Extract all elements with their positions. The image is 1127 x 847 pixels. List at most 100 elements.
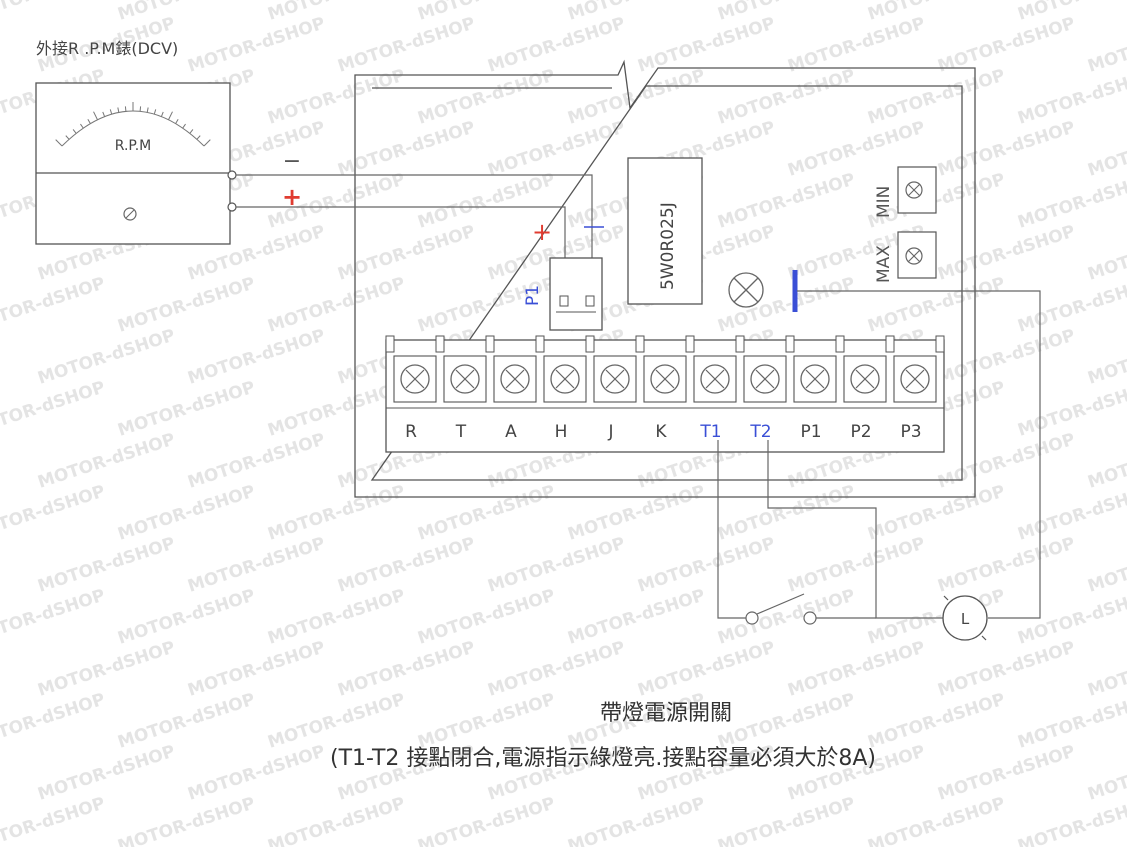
minus-sign-meter: − bbox=[283, 149, 301, 174]
watermark-text: MOTOR-dSHOP bbox=[0, 794, 108, 847]
terminal-separator bbox=[685, 335, 695, 353]
watermark-text: MOTOR-dSHOP bbox=[935, 534, 1077, 597]
terminal-label-t1: T1 bbox=[699, 422, 721, 442]
watermark-text: MOTOR-dSHOP bbox=[265, 586, 407, 649]
switch-contact-b bbox=[803, 611, 817, 625]
meter-tick bbox=[168, 111, 173, 120]
watermark-text: MOTOR-dSHOP bbox=[935, 222, 1077, 285]
watermark-text: MOTOR-dSHOP bbox=[115, 586, 257, 649]
switch-lever bbox=[756, 593, 805, 615]
shunt-resistor bbox=[627, 157, 703, 305]
terminal-screw-cross bbox=[705, 369, 725, 389]
terminal-separator bbox=[585, 335, 595, 353]
lamp-return-wire bbox=[797, 290, 1041, 619]
min-trimmer-pot bbox=[897, 166, 937, 214]
watermark-text: MOTOR-dSHOP bbox=[265, 274, 407, 337]
watermark-text: MOTOR-dSHOP bbox=[715, 170, 857, 233]
plus-sign-jumper: + bbox=[532, 218, 552, 246]
watermark-text: MOTOR-dSHOP bbox=[115, 0, 257, 25]
watermark-text: MOTOR-dSHOP bbox=[35, 638, 177, 701]
external-switch-circuit bbox=[717, 440, 944, 625]
terminal-separator bbox=[735, 335, 745, 353]
terminal-label-p1: P1 bbox=[800, 422, 821, 442]
min-pot-label: MIN bbox=[874, 186, 894, 218]
terminal-separator bbox=[935, 335, 945, 353]
watermark-text: MOTOR-dSHOP bbox=[265, 482, 407, 545]
watermark-text: MOTOR-dSHOP bbox=[35, 742, 177, 805]
watermark-text: MOTOR-dSHOP bbox=[565, 0, 707, 25]
plus-sign-meter: + bbox=[282, 183, 302, 211]
watermark-text: MOTOR-dSHOP bbox=[185, 742, 327, 805]
watermark-text: MOTOR-dSHOP bbox=[0, 586, 108, 649]
watermark-text: MOTOR-dSHOP bbox=[0, 274, 108, 337]
watermark-text: MOTOR-dSHOP bbox=[865, 482, 1007, 545]
watermark-text: MOTOR-dSHOP bbox=[485, 534, 627, 597]
terminal-separator bbox=[635, 335, 645, 353]
watermark-text: MOTOR-dSHOP bbox=[185, 326, 327, 389]
watermark-text: MOTOR-dSHOP bbox=[0, 0, 108, 25]
meter-title: 外接R .P.M錶(DCV) bbox=[36, 39, 178, 58]
watermark-text: MOTOR-dSHOP bbox=[1085, 638, 1127, 701]
watermark-text: MOTOR-dSHOP bbox=[35, 430, 177, 493]
watermark-text: MOTOR-dSHOP bbox=[485, 14, 627, 77]
watermark-text: MOTOR-dSHOP bbox=[265, 0, 407, 25]
meter-tick bbox=[203, 139, 211, 147]
terminal-screws bbox=[385, 335, 945, 403]
terminal-screw bbox=[400, 364, 430, 394]
watermark-text: MOTOR-dSHOP bbox=[715, 66, 857, 129]
watermark-text: MOTOR-dSHOP bbox=[415, 794, 557, 847]
meter-tick bbox=[93, 111, 98, 120]
terminal-separator bbox=[535, 335, 545, 353]
minus-wire bbox=[236, 174, 593, 260]
terminal-screw bbox=[600, 364, 630, 394]
terminal-screw-cross bbox=[405, 369, 425, 389]
watermark-text: MOTOR-dSHOP bbox=[115, 482, 257, 545]
watermark-text: MOTOR-dSHOP bbox=[335, 222, 477, 285]
t1-wire bbox=[717, 440, 746, 619]
meter-adjust-screw bbox=[123, 207, 137, 221]
terminal-screw-cross bbox=[455, 369, 475, 389]
terminal-label-r: R bbox=[405, 422, 417, 442]
watermark-text: MOTOR-dSHOP bbox=[1085, 222, 1127, 285]
terminal-label-j: J bbox=[607, 422, 613, 442]
meter-tick bbox=[117, 107, 120, 113]
meter-tick bbox=[102, 111, 106, 117]
watermark-text: MOTOR-dSHOP bbox=[115, 690, 257, 753]
watermark-text: MOTOR-dSHOP bbox=[1085, 326, 1127, 389]
t2-wire bbox=[767, 440, 944, 619]
watermark-text: MOTOR-dSHOP bbox=[185, 430, 327, 493]
watermark-text: MOTOR-dSHOP bbox=[715, 274, 857, 337]
watermark-text: MOTOR-dSHOP bbox=[1015, 794, 1127, 847]
meter-tick bbox=[109, 109, 113, 115]
watermark-text: MOTOR-dSHOP bbox=[485, 638, 627, 701]
watermark-text: MOTOR-dSHOP bbox=[715, 0, 857, 25]
terminal-screw bbox=[850, 364, 880, 394]
load-lamp bbox=[942, 595, 988, 641]
max-pot-label: MAX bbox=[874, 245, 894, 283]
watermark-text: MOTOR-dSHOP bbox=[935, 14, 1077, 77]
terminal-screw-cross bbox=[655, 369, 675, 389]
watermark-text: MOTOR-dSHOP bbox=[1085, 14, 1127, 77]
terminal-label-t: T bbox=[455, 422, 467, 442]
p1-jumper-connector bbox=[549, 257, 603, 331]
meter-tick bbox=[160, 111, 164, 117]
watermark-text: MOTOR-dSHOP bbox=[785, 534, 927, 597]
watermark-text: MOTOR-dSHOP bbox=[715, 482, 857, 545]
terminal-screw-cross bbox=[905, 369, 925, 389]
meter-tick bbox=[196, 135, 201, 140]
watermark-text: MOTOR-dSHOP bbox=[335, 118, 477, 181]
terminal-label-k: K bbox=[655, 422, 667, 442]
terminal-label-t2: T2 bbox=[749, 422, 771, 442]
plus-wire bbox=[236, 206, 566, 260]
meter-tick bbox=[65, 135, 70, 140]
watermark-text: MOTOR-dSHOP bbox=[935, 638, 1077, 701]
meter-terminal-plus bbox=[227, 202, 237, 212]
caption-note: (T1-T2 接點閉合,電源指示綠燈亮.接點容量必須大於8A) bbox=[330, 746, 876, 771]
watermark-text: MOTOR-dSHOP bbox=[415, 482, 557, 545]
watermark-text: MOTOR-dSHOP bbox=[265, 794, 407, 847]
watermark-text: MOTOR-dSHOP bbox=[35, 326, 177, 389]
